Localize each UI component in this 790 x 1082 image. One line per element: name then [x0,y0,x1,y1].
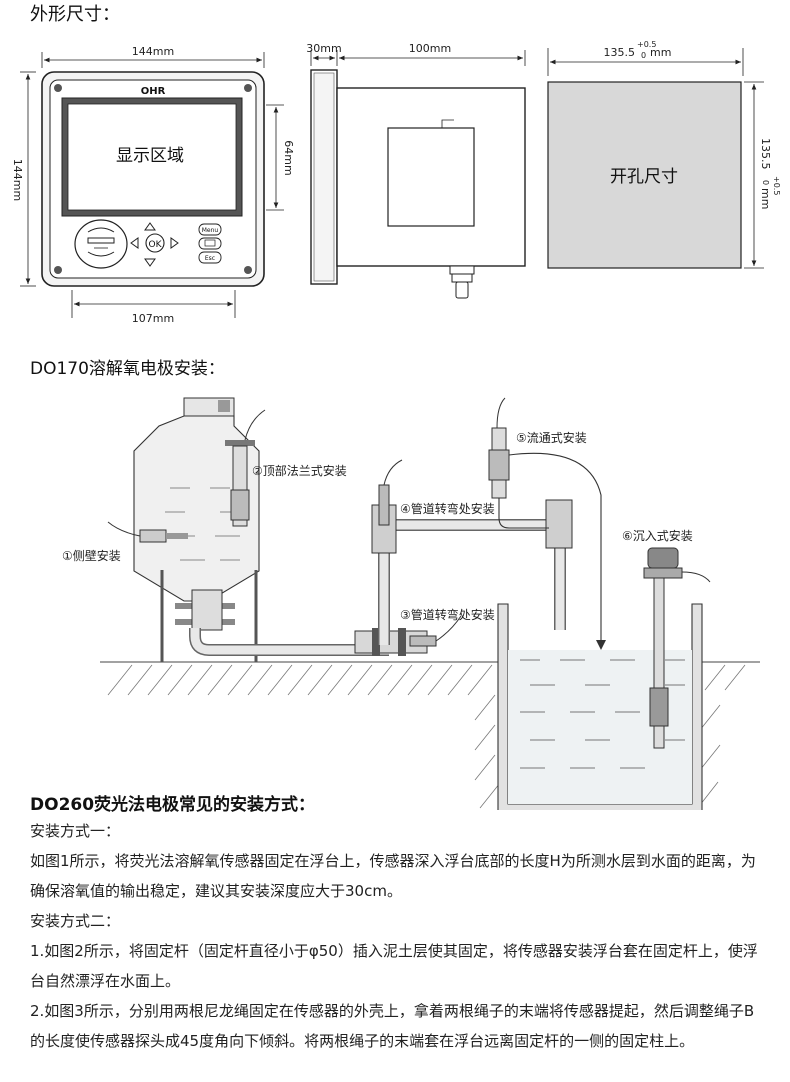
ground-hatch [100,661,760,809]
cutout-height-label: 135.5 [759,138,772,170]
body-depth-label: 100mm [409,42,451,55]
up-arrow-icon [144,222,156,231]
display-height-label: 64mm [282,140,295,175]
label-flow-through: ⑤流通式安装 [516,430,587,445]
method-2-step-2: 2.如图3所示，分别用两根尼龙绳固定在传感器的外壳上，拿着两根绳子的末端将传感器… [30,1002,755,1050]
cutout-height-tol-zero: 0 [761,180,770,185]
esc-key-label: Esc [205,255,215,262]
method-1-text: 如图1所示，将荧光法溶解氧传感器固定在浮台上，传感器深入浮台底部的长度H为所测水… [30,852,756,900]
immersion-sensor [643,547,711,749]
installation-diagram: ①侧壁安装 ②顶部法兰式安装 ③管道转弯处安装 ④管道转弯处安装 ⑤流通式安装 … [62,397,760,810]
label-top-flange: ②顶部法兰式安装 [252,463,347,478]
down-arrow-icon [144,258,156,267]
cable-gland-icon [455,281,469,299]
water-pool [497,603,703,810]
cutout-width-label: 135.5 [604,46,636,59]
cutout-height-tol-plus: +0.5 [772,176,781,195]
front-width-label: 144mm [132,45,174,58]
cutout-width-tol-plus: +0.5 [637,40,656,49]
label-pipe-bend-3: ③管道转弯处安装 [400,607,495,622]
menu-key-label: Menu [202,227,219,234]
cutout-height-unit: mm [759,188,772,209]
label-pipe-bend-4: ④管道转弯处安装 [400,501,495,516]
front-view: 144mm 144mm OHR 显示区域 64mm [11,45,295,325]
label-immersion: ⑥沉入式安装 [622,528,693,543]
side-view: 30mm 100mm [306,42,526,299]
cutout-width-unit: mm [650,46,671,59]
dimensions-title: 外形尺寸： [30,4,120,25]
install-title: DO170溶解氧电极安装： [30,359,225,379]
right-arrow-icon [170,237,179,249]
panel-width-label: 107mm [132,312,174,325]
vessel [107,397,266,662]
label-side-wall: ①侧壁安装 [62,548,121,563]
method-1-heading: 安装方式一： [30,822,121,840]
display-area-text: 显示区域 [116,146,184,166]
method-2-step-1: 1.如图2所示，将固定杆（固定杆直径小于φ50）插入泥土层使其固定，将传感器安装… [30,942,758,990]
brand-logo: OHR [141,86,166,97]
cutout-view: 135.5 +0.5 0 mm 开孔尺寸 135.5 +0.5 0 mm [547,40,781,269]
flow-through-sensor [488,397,606,650]
pipe-network [189,459,573,656]
method-2-heading: 安装方式二： [30,912,121,930]
dimension-drawings: 144mm 144mm OHR 显示区域 64mm [11,40,781,325]
methods-body: 安装方式一： 如图1所示，将荧光法溶解氧传感器固定在浮台上，传感器深入浮台底部的… [30,816,760,1056]
cutout-width-tol-zero: 0 [641,51,646,60]
front-height-label: 144mm [11,159,24,201]
front-depth-label: 30mm [306,42,341,55]
methods-title: DO260荧光法电极常见的安装方式： [30,795,316,815]
cutout-text: 开孔尺寸 [610,167,678,187]
left-arrow-icon [130,237,139,249]
usb-port-icon [74,219,128,269]
print-key-icon [198,237,222,250]
ok-key-label: OK [149,240,163,250]
